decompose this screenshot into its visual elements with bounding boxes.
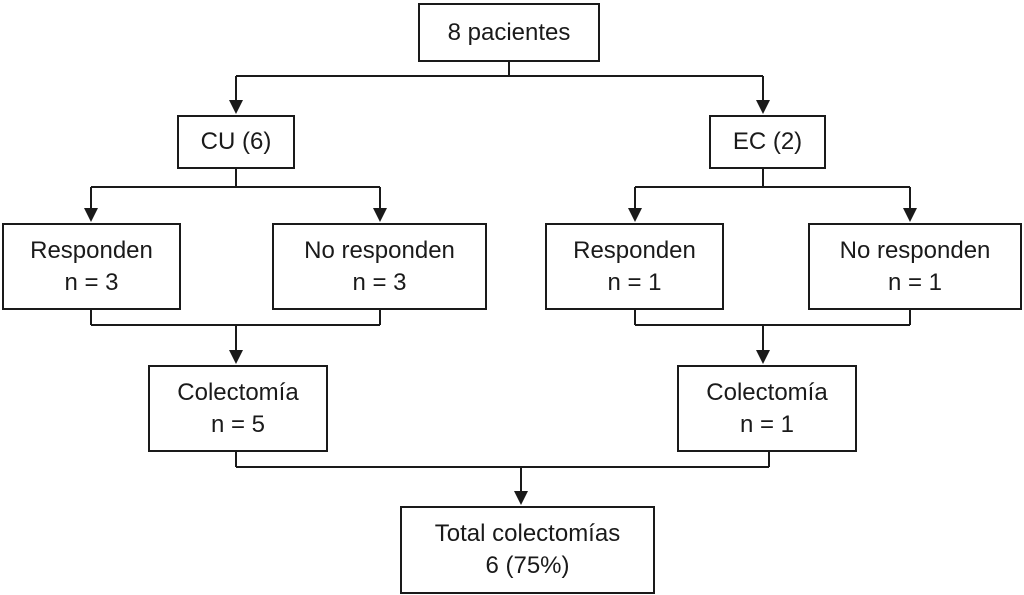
node-count: n = 1: [739, 410, 795, 438]
node-count: n = 1: [607, 268, 662, 296]
arrowhead: [514, 491, 528, 505]
node-label: Colectomía: [706, 378, 828, 406]
node-label: 8 pacientes: [447, 18, 571, 46]
node-cu-no-responden: No responden n = 3: [272, 223, 487, 310]
arrowhead: [628, 208, 642, 222]
node-label: Responden: [30, 236, 153, 264]
arrowhead: [903, 208, 917, 222]
node-cu-responden: Responden n = 3: [2, 223, 181, 310]
node-label: Colectomía: [177, 378, 299, 406]
node-cu-colectomia: Colectomía n = 5: [148, 365, 328, 452]
node-root: 8 pacientes: [418, 3, 600, 62]
arrowhead: [373, 208, 387, 222]
node-label: CU (6): [200, 128, 272, 155]
node-count: n = 1: [887, 268, 943, 296]
node-count: n = 5: [210, 410, 266, 438]
node-count: n = 3: [64, 268, 119, 296]
arrowhead: [229, 350, 243, 364]
arrowhead: [756, 100, 770, 114]
node-label: No responden: [304, 236, 455, 264]
node-label: EC (2): [732, 128, 803, 155]
arrowhead: [756, 350, 770, 364]
node-ec-colectomia: Colectomía n = 1: [677, 365, 857, 452]
node-cu: CU (6): [177, 115, 295, 169]
node-label: No responden: [839, 236, 991, 264]
arrowhead: [229, 100, 243, 114]
node-ec-responden: Responden n = 1: [545, 223, 724, 310]
node-count: 6 (75%): [485, 552, 570, 579]
node-label: Responden: [573, 236, 696, 264]
arrowhead: [84, 208, 98, 222]
node-count: n = 3: [352, 268, 407, 296]
node-ec: EC (2): [709, 115, 826, 169]
node-total-colectomias: Total colectomías 6 (75%): [400, 506, 655, 594]
node-label: Total colectomías: [434, 520, 621, 547]
node-ec-no-responden: No responden n = 1: [808, 223, 1022, 310]
